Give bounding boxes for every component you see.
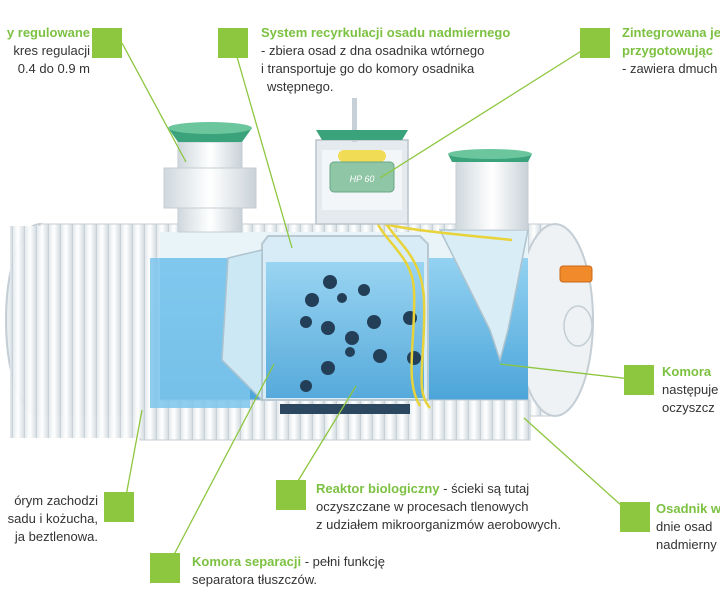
callout-title: Reaktor biologiczny (316, 481, 440, 496)
callout-recirculation-system: System recyrkulacji osadu nadmiernego - … (261, 24, 531, 96)
callout-text: wstępnego. (267, 79, 334, 94)
tank-body (5, 223, 594, 441)
callout-anaerobic-chamber: órym zachodzi sadu i kożucha, ja beztlen… (0, 492, 98, 546)
callout-text: sadu i kożucha, (7, 511, 98, 526)
callout-title: Komora (662, 364, 712, 379)
callout-marker-top-center (218, 28, 248, 58)
blower-housing: HP 60 (315, 98, 409, 225)
callout-text: nadmierny (656, 537, 717, 552)
callout-title: System recyrkulacji osadu nadmiernego (261, 25, 511, 40)
callout-text: - ścieki są tutaj (439, 481, 530, 496)
callout-right-chamber: Komora następuje oczyszcz (662, 363, 720, 417)
callout-title: y regulowane (6, 25, 90, 40)
callout-text: z udziałem mikroorganizmów aerobowych. (316, 517, 561, 532)
callout-text: oczyszczane w procesach tlenowych (316, 499, 529, 514)
callout-regulated-necks: y regulowane kres regulacji 0.4 do 0.9 m (0, 24, 90, 78)
callout-marker-right-mid (624, 365, 654, 395)
callout-bioreactor: Reaktor biologiczny - ścieki są tutaj oc… (316, 480, 606, 534)
callout-title: Komora separacji (192, 554, 302, 569)
callout-text: oczyszcz (662, 400, 715, 415)
callout-integrated-unit: Zintegrowana je przygotowując - zawiera … (622, 24, 720, 78)
biofilm-carriers (300, 275, 421, 392)
right-manhole (448, 149, 532, 231)
callout-text: następuje (662, 382, 719, 397)
left-manhole (163, 122, 257, 233)
callout-text: órym zachodzi (14, 493, 98, 508)
callout-text: 0.4 do 0.9 m (17, 61, 90, 76)
callout-text: dnie osad (656, 519, 713, 534)
callout-title: przygotowując (622, 43, 714, 58)
callout-title: Zintegrowana je (622, 25, 720, 40)
callout-text: - pełni funkcję (301, 554, 385, 569)
callout-text: - zbiera osad z dna osadnika wtórnego (261, 43, 485, 58)
callout-marker-bottom-center (276, 480, 306, 510)
callout-title: Osadnik w (656, 501, 720, 516)
callout-secondary-settler: Osadnik w dnie osad nadmierny (656, 500, 720, 554)
callout-text: ja beztlenowa. (14, 529, 98, 544)
leader-lines (121, 42, 641, 569)
callout-marker-top-right (580, 28, 610, 58)
blower-model-text: HP 60 (350, 174, 375, 184)
callout-text: separatora tłuszczów. (192, 572, 318, 587)
callout-text: kres regulacji (13, 43, 90, 58)
callout-marker-bottom-right (620, 502, 650, 532)
callout-separation-chamber: Komora separacji - pełni funkcję separat… (192, 553, 432, 589)
callout-marker-bottom-sep (150, 553, 180, 583)
callout-marker-bottom-left (104, 492, 134, 522)
callout-marker-top-left (92, 28, 122, 58)
airlift-hoses (370, 205, 513, 409)
callout-text: i transportuje go do komory osadnika (261, 61, 475, 76)
callout-text: - zawiera dmuch (622, 61, 718, 76)
